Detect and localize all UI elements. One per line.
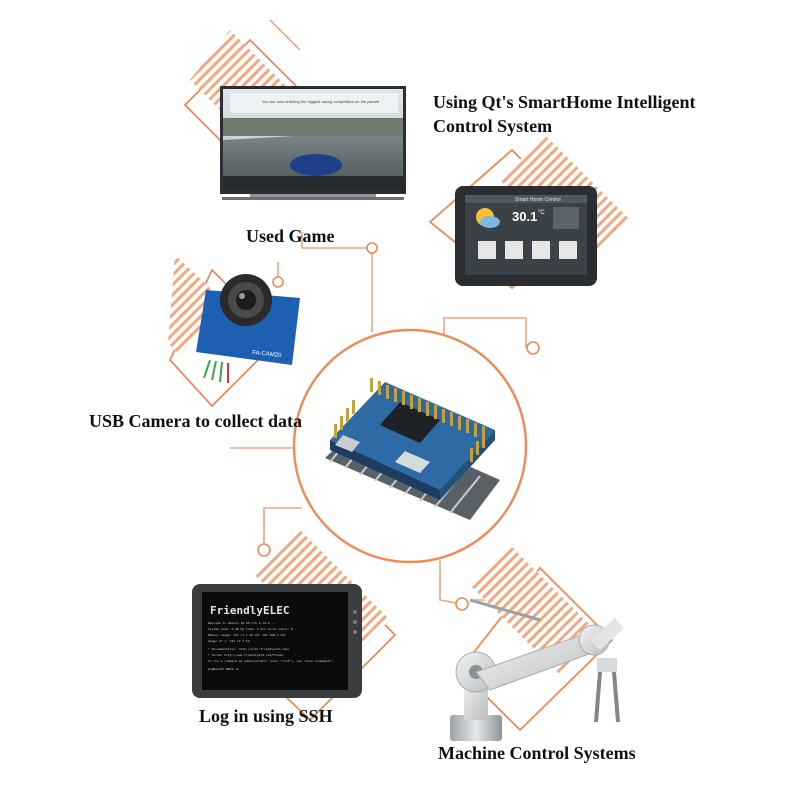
board-image <box>325 378 500 520</box>
terminal-line: pi@NanoPi-NEO2:~$ <box>208 667 239 671</box>
camera-board-text: FA-CAM20 <box>252 350 282 359</box>
terminal-line: * Forum: http://www.friendlyarm.com/Foru… <box>208 653 284 657</box>
connector-nodes <box>257 242 540 611</box>
tablet-title: Smart Home Control <box>515 197 561 203</box>
ssh-tablet-image <box>192 584 362 698</box>
label-qt-line2: Control System <box>433 116 553 136</box>
terminal-line: Memory usage: 14% of 1.4G IP: 192.168.1.… <box>208 633 286 637</box>
label-qt-smarthome: Using Qt's SmartHome Intelligent Control… <box>433 90 696 138</box>
camera-image <box>196 274 300 383</box>
tv-screen-caption: You are now entering the biggest racing … <box>262 99 379 104</box>
label-usb-camera: USB Camera to collect data <box>89 411 302 431</box>
connector-lines <box>230 232 527 605</box>
terminal-line: Welcome to Ubuntu 16.04 LTS 4.14.0 ... <box>208 621 277 625</box>
label-used-game: Used Game <box>246 226 335 246</box>
tablet-image <box>455 186 597 286</box>
tablet-temperature: 30.1 <box>512 209 537 224</box>
label-ssh: Log in using SSH <box>199 706 333 726</box>
tv-image <box>220 86 406 200</box>
terminal-line: To run a command as administrator (user … <box>208 659 335 663</box>
tablet-temp-unit: °C <box>538 210 545 216</box>
terminal-line: System load: 0.00 Up time: 1 min Local u… <box>208 627 293 631</box>
label-qt-line1: Using Qt's SmartHome Intelligent <box>433 92 696 112</box>
terminal-lines: Welcome to Ubuntu 16.04 LTS 4.14.0 ... S… <box>208 621 335 671</box>
label-machine-control: Machine Control Systems <box>438 743 636 763</box>
terminal-line: Usage of /: 15% of 7.5G <box>208 639 250 643</box>
terminal-banner: FriendlyELEC <box>210 604 289 617</box>
robot-arm-image <box>450 598 624 741</box>
terminal-line: * Documentation: http://wiki.friendlyarm… <box>208 647 289 651</box>
